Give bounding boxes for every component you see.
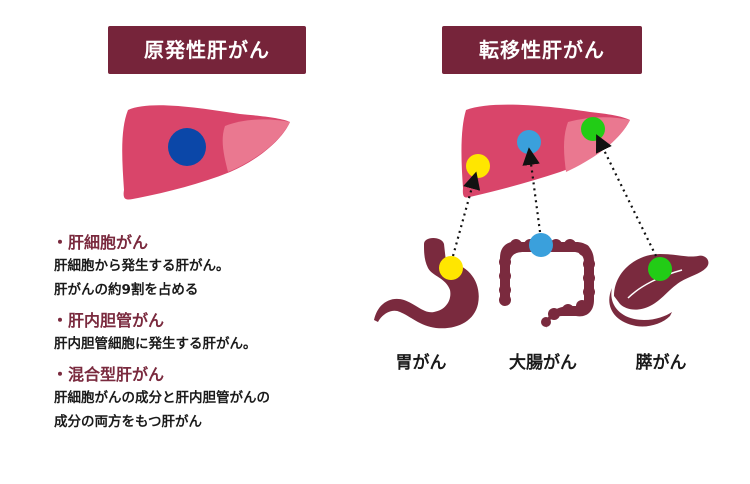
stomach-to-liver-arrow [451,171,481,257]
colon-cancer-label: 大腸がん [509,353,577,373]
type-description: 肝内胆管細胞に発生する肝がん。 [54,336,257,352]
stomach-tumor-marker [439,256,463,280]
type-description: 肝がんの約9割を占める [54,282,199,298]
type-description: 成分の両方をもつ肝がん [54,414,202,430]
pancreas-tumor-marker [648,257,672,281]
liver-metastasis-colon-marker [517,130,541,154]
primary-liver-icon [122,105,290,200]
colon-tumor-marker [529,233,553,257]
stomach-cancer-label: 胃がん [395,353,447,373]
metastatic-liver-icon [461,104,630,198]
metastatic-liver-cancer-header: 転移性肝がん [442,26,642,74]
liver-metastasis-stomach-marker [466,154,490,178]
type-title: 混合型肝がん [68,365,165,384]
type-mixed: ・混合型肝がん 肝細胞がんの成分と肝内胆管がんの 成分の両方をもつ肝がん [52,364,382,434]
type-description: 肝細胞がんの成分と肝内胆管がんの [54,390,270,406]
type-title: 肝内胆管がん [68,311,165,330]
colon-to-liver-arrow [522,147,542,233]
bullet: ・ [52,365,69,384]
pancreatic-cancer-label: 膵がん [635,353,687,373]
bullet: ・ [52,233,69,252]
pancreas-icon [609,254,709,327]
pancreas-to-liver-arrow [595,134,657,257]
primary-tumor-marker [168,128,206,166]
type-intrahepatic-cholangio: ・肝内胆管がん 肝内胆管細胞に発生する肝がん。 [52,310,382,356]
primary-liver-cancer-header: 原発性肝がん [108,26,306,74]
type-title: 肝細胞がん [68,233,149,252]
primary-cancer-types-list: ・肝細胞がん 肝細胞から発生する肝がん。 肝がんの約9割を占める ・肝内胆管がん… [52,232,382,442]
colon-icon [499,239,595,330]
type-description: 肝細胞から発生する肝がん。 [54,258,230,274]
liver-metastasis-pancreas-marker [581,117,605,141]
bullet: ・ [52,311,69,330]
type-hepatocellular: ・肝細胞がん 肝細胞から発生する肝がん。 肝がんの約9割を占める [52,232,382,302]
stomach-icon [374,238,479,329]
